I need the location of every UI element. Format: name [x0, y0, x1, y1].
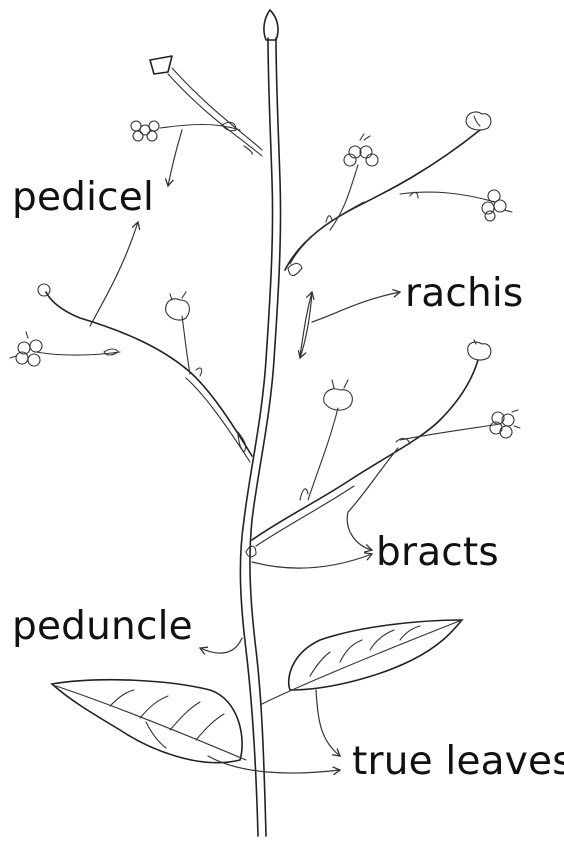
branch-upper-left	[150, 56, 262, 156]
arrow-peduncle	[200, 638, 242, 653]
branch-middle-left	[36, 284, 252, 462]
flower-icon	[10, 332, 42, 366]
flower-bud-icon	[466, 112, 491, 130]
branch-upper-right	[285, 130, 495, 276]
label-pedicel: pedicel	[12, 178, 154, 217]
flower-icon	[131, 121, 159, 141]
flower-bud-icon	[324, 380, 353, 410]
main-stem	[240, 10, 280, 836]
flower-icon	[344, 134, 378, 166]
arrow-pedicel-upper	[168, 130, 182, 186]
branch-lower-right	[246, 360, 500, 557]
true-leaf-right	[262, 620, 462, 704]
flower-icon	[482, 190, 512, 221]
arrow-pedicel-lower	[90, 222, 138, 326]
flower-bud-icon	[468, 340, 491, 360]
label-peduncle: peduncle	[12, 607, 193, 646]
arrow-rachis	[300, 292, 400, 358]
label-bracts: bracts	[376, 533, 499, 572]
true-leaf-left	[52, 680, 246, 763]
label-rachis: rachis	[405, 274, 523, 313]
flower-icon	[490, 410, 520, 438]
flower-bud-icon	[166, 292, 190, 320]
label-true-leaves: true leaves	[352, 742, 564, 781]
